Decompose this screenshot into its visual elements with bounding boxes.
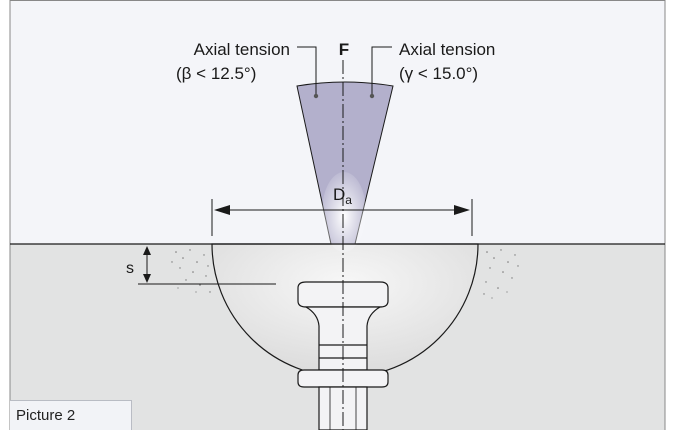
right-label-angle: (γ < 15.0°) (399, 64, 478, 83)
tension-cone (296, 81, 394, 245)
right-label-title: Axial tension (399, 40, 495, 59)
cone-highlight (322, 172, 366, 252)
concrete-speckle-right (483, 249, 519, 299)
left-label-title: Axial tension (194, 40, 290, 59)
depth-arrow-top (143, 246, 151, 255)
concrete-speckle-left (171, 249, 211, 293)
diameter-arrow-right (454, 205, 470, 215)
force-label: F (339, 40, 349, 59)
depth-arrow-bottom (143, 274, 151, 283)
left-label-dot (313, 93, 319, 99)
anchor-head (297, 281, 389, 308)
depth-label: s (126, 260, 134, 277)
left-label-angle: (β < 12.5°) (176, 64, 256, 83)
right-label-leader (371, 46, 392, 96)
diameter-label: Da (333, 185, 352, 207)
picture-caption: Picture 2 (10, 400, 132, 430)
right-label-dot (369, 93, 375, 99)
left-label-leader (297, 46, 317, 96)
diameter-arrow-left (214, 205, 230, 215)
